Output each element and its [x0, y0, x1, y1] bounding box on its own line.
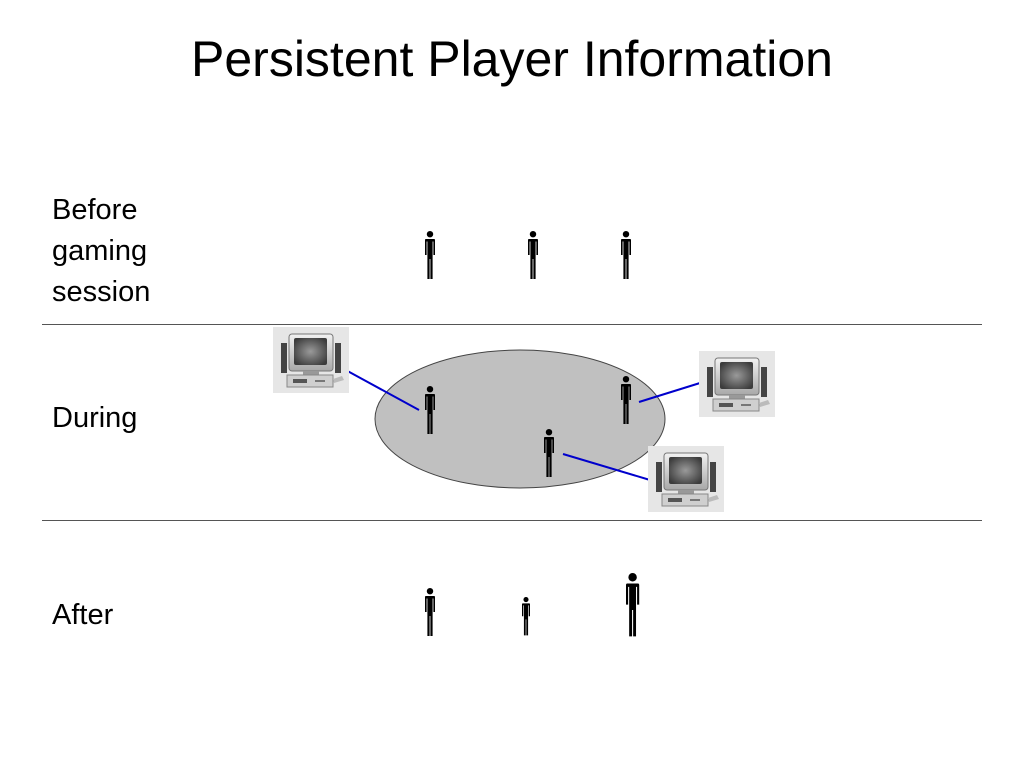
player-after-3: [626, 573, 640, 637]
connector-line-1: [341, 367, 420, 411]
row-label-after: After: [52, 599, 114, 631]
row-label-before-line-2: gaming: [52, 235, 148, 267]
player-before-3: [621, 231, 631, 279]
row-divider-1: [42, 324, 982, 325]
game-session-ellipse: [374, 349, 666, 489]
player-before-1: [425, 231, 435, 279]
connector-line-2: [638, 382, 701, 403]
player-after-1: [425, 588, 435, 636]
player-after-2: [522, 597, 530, 636]
desktop-computer-icon: [272, 326, 350, 394]
row-divider-2: [42, 520, 982, 521]
page-title: Persistent Player Information: [191, 31, 833, 87]
desktop-computer-icon: [647, 445, 725, 513]
row-label-before-line-3: session: [52, 276, 151, 308]
row-label-during: During: [52, 402, 138, 434]
player-before-2: [528, 231, 538, 279]
row-label-before-line-1: Before: [52, 194, 138, 226]
connector-line-3: [562, 453, 651, 481]
desktop-computer-icon: [698, 350, 776, 418]
row-label-before: Before gaming session: [52, 190, 150, 313]
